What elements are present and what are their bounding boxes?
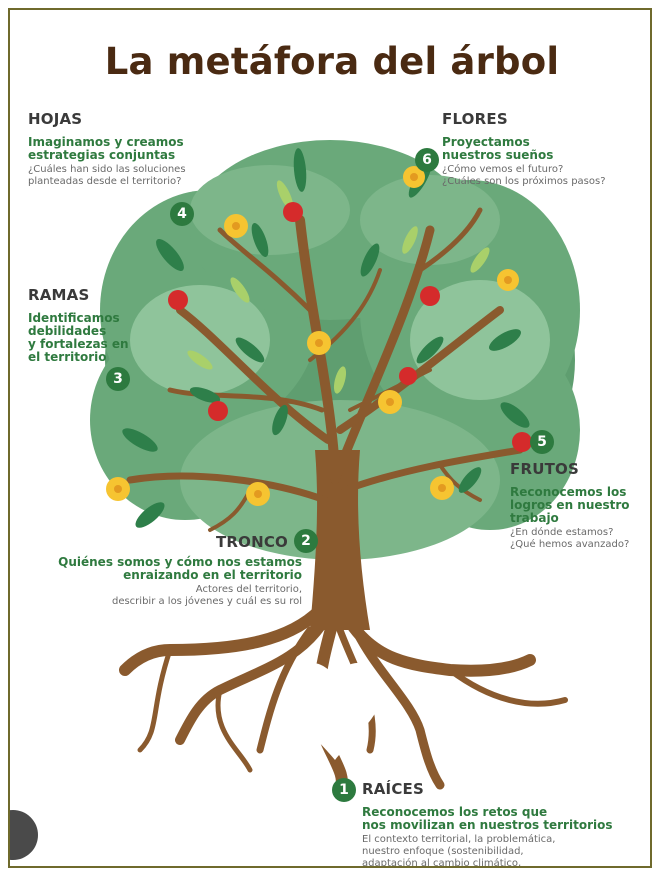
root-heart-shape (288, 662, 382, 760)
hojas-questions: ¿Cuáles han sido las soluciones plantead… (28, 164, 186, 188)
frutos-number-badge: 5 (530, 430, 554, 454)
hojas-subtitle-line: Imaginamos y creamos (28, 135, 184, 149)
raices-subtitle-line: nos movilizan en nuestros territorios (362, 818, 613, 832)
hojas-number-badge: 4 (170, 202, 194, 226)
flores-title: FLORES (442, 110, 508, 128)
tronco-questions: Actores del territorio, describir a los … (40, 584, 302, 608)
hojas-question-line: ¿Cuáles han sido las soluciones (28, 164, 186, 175)
frutos-subtitle-line: Reconocemos los (510, 485, 627, 499)
tronco-question-line: describir a los jóvenes y cuál es su rol (111, 596, 302, 607)
hojas-question-line: planteadas desde el territorio? (28, 176, 182, 187)
infographic-frame: La metáfora del árbol (8, 8, 652, 868)
tree-roots (119, 604, 568, 796)
raices-subtitle-line: Reconocemos los retos que (362, 805, 548, 819)
flower-centers (114, 173, 512, 498)
ramas-number-badge: 3 (106, 367, 130, 391)
tree-leaves-light (187, 180, 490, 394)
frutos-subtitle: Reconocemos los logros en nuestro trabaj… (510, 486, 630, 525)
raices-title: RAÍCES (362, 780, 424, 798)
tronco-title-row: TRONCO (40, 532, 288, 551)
tree-branches (126, 207, 524, 532)
hojas-subtitle: Imaginamos y creamos estrategias conjunt… (28, 136, 186, 162)
flores-subtitle-line: Proyectamos (442, 135, 530, 149)
flores-section: FLORES Proyectamos nuestros sueños ¿Cómo… (442, 110, 606, 188)
tronco-subtitle: Quiénes somos y cómo nos estamos enraiza… (40, 556, 302, 582)
flores-question-line: ¿Cuáles son los próximos pasos? (442, 176, 606, 187)
frutos-subtitle-line: logros en nuestro (510, 498, 630, 512)
raices-subtitle: Reconocemos los retos que nos movilizan … (362, 806, 613, 832)
raices-question-line: adaptación al cambio climático, (362, 858, 522, 868)
hojas-title: HOJAS (28, 110, 83, 128)
ramas-subtitle-line: debilidades (28, 324, 107, 338)
ramas-subtitle-line: Identificamos (28, 311, 120, 325)
frutos-question-line: ¿En dónde estamos? (510, 527, 614, 538)
tronco-subtitle-line: enraizando en el territorio (123, 568, 302, 582)
frutos-title: FRUTOS (510, 460, 579, 478)
flores-subtitle: Proyectamos nuestros sueños (442, 136, 606, 162)
tronco-number-badge: 2 (294, 529, 318, 553)
frutos-question-line: ¿Qué hemos avanzado? (510, 539, 630, 550)
ramas-title: RAMAS (28, 286, 90, 304)
ramas-subtitle: Identificamos debilidades y fortalezas e… (28, 312, 129, 364)
ramas-subtitle-line: y fortalezas en (28, 337, 129, 351)
raices-number-badge: 1 (332, 778, 356, 802)
frutos-questions: ¿En dónde estamos? ¿Qué hemos avanzado? (510, 527, 630, 551)
page-title: La metáfora del árbol (104, 40, 560, 83)
flores-subtitle-line: nuestros sueños (442, 148, 554, 162)
raices-section: RAÍCES Reconocemos los retos que nos mov… (362, 780, 613, 868)
tronco-subtitle-line: Quiénes somos y cómo nos estamos (58, 555, 302, 569)
tree-illustration (90, 140, 580, 796)
flores-question-line: ¿Cómo vemos el futuro? (442, 164, 564, 175)
frutos-section: FRUTOS Reconocemos los logros en nuestro… (510, 460, 630, 551)
flores-questions: ¿Cómo vemos el futuro? ¿Cuáles son los p… (442, 164, 606, 188)
raices-question-line: nuestro enfoque (sostenibilidad, (362, 846, 524, 857)
raices-questions: El contexto territorial, la problemática… (362, 834, 613, 868)
tronco-title: TRONCO (215, 533, 288, 551)
hojas-subtitle-line: estrategias conjuntas (28, 148, 176, 162)
flores-number-badge: 6 (415, 148, 439, 172)
tronco-section: Quiénes somos y cómo nos estamos enraiza… (40, 556, 302, 608)
tronco-question-line: Actores del territorio, (195, 584, 302, 595)
ramas-subtitle-line: el territorio (28, 350, 107, 364)
hojas-section: HOJAS Imaginamos y creamos estrategias c… (28, 110, 186, 188)
tree-apples (168, 202, 532, 452)
tree-trunk (310, 450, 370, 630)
ramas-section: RAMAS Identificamos debilidades y fortal… (28, 286, 129, 364)
frutos-subtitle-line: trabajo (510, 511, 559, 525)
raices-question-line: El contexto territorial, la problemática… (362, 834, 556, 845)
